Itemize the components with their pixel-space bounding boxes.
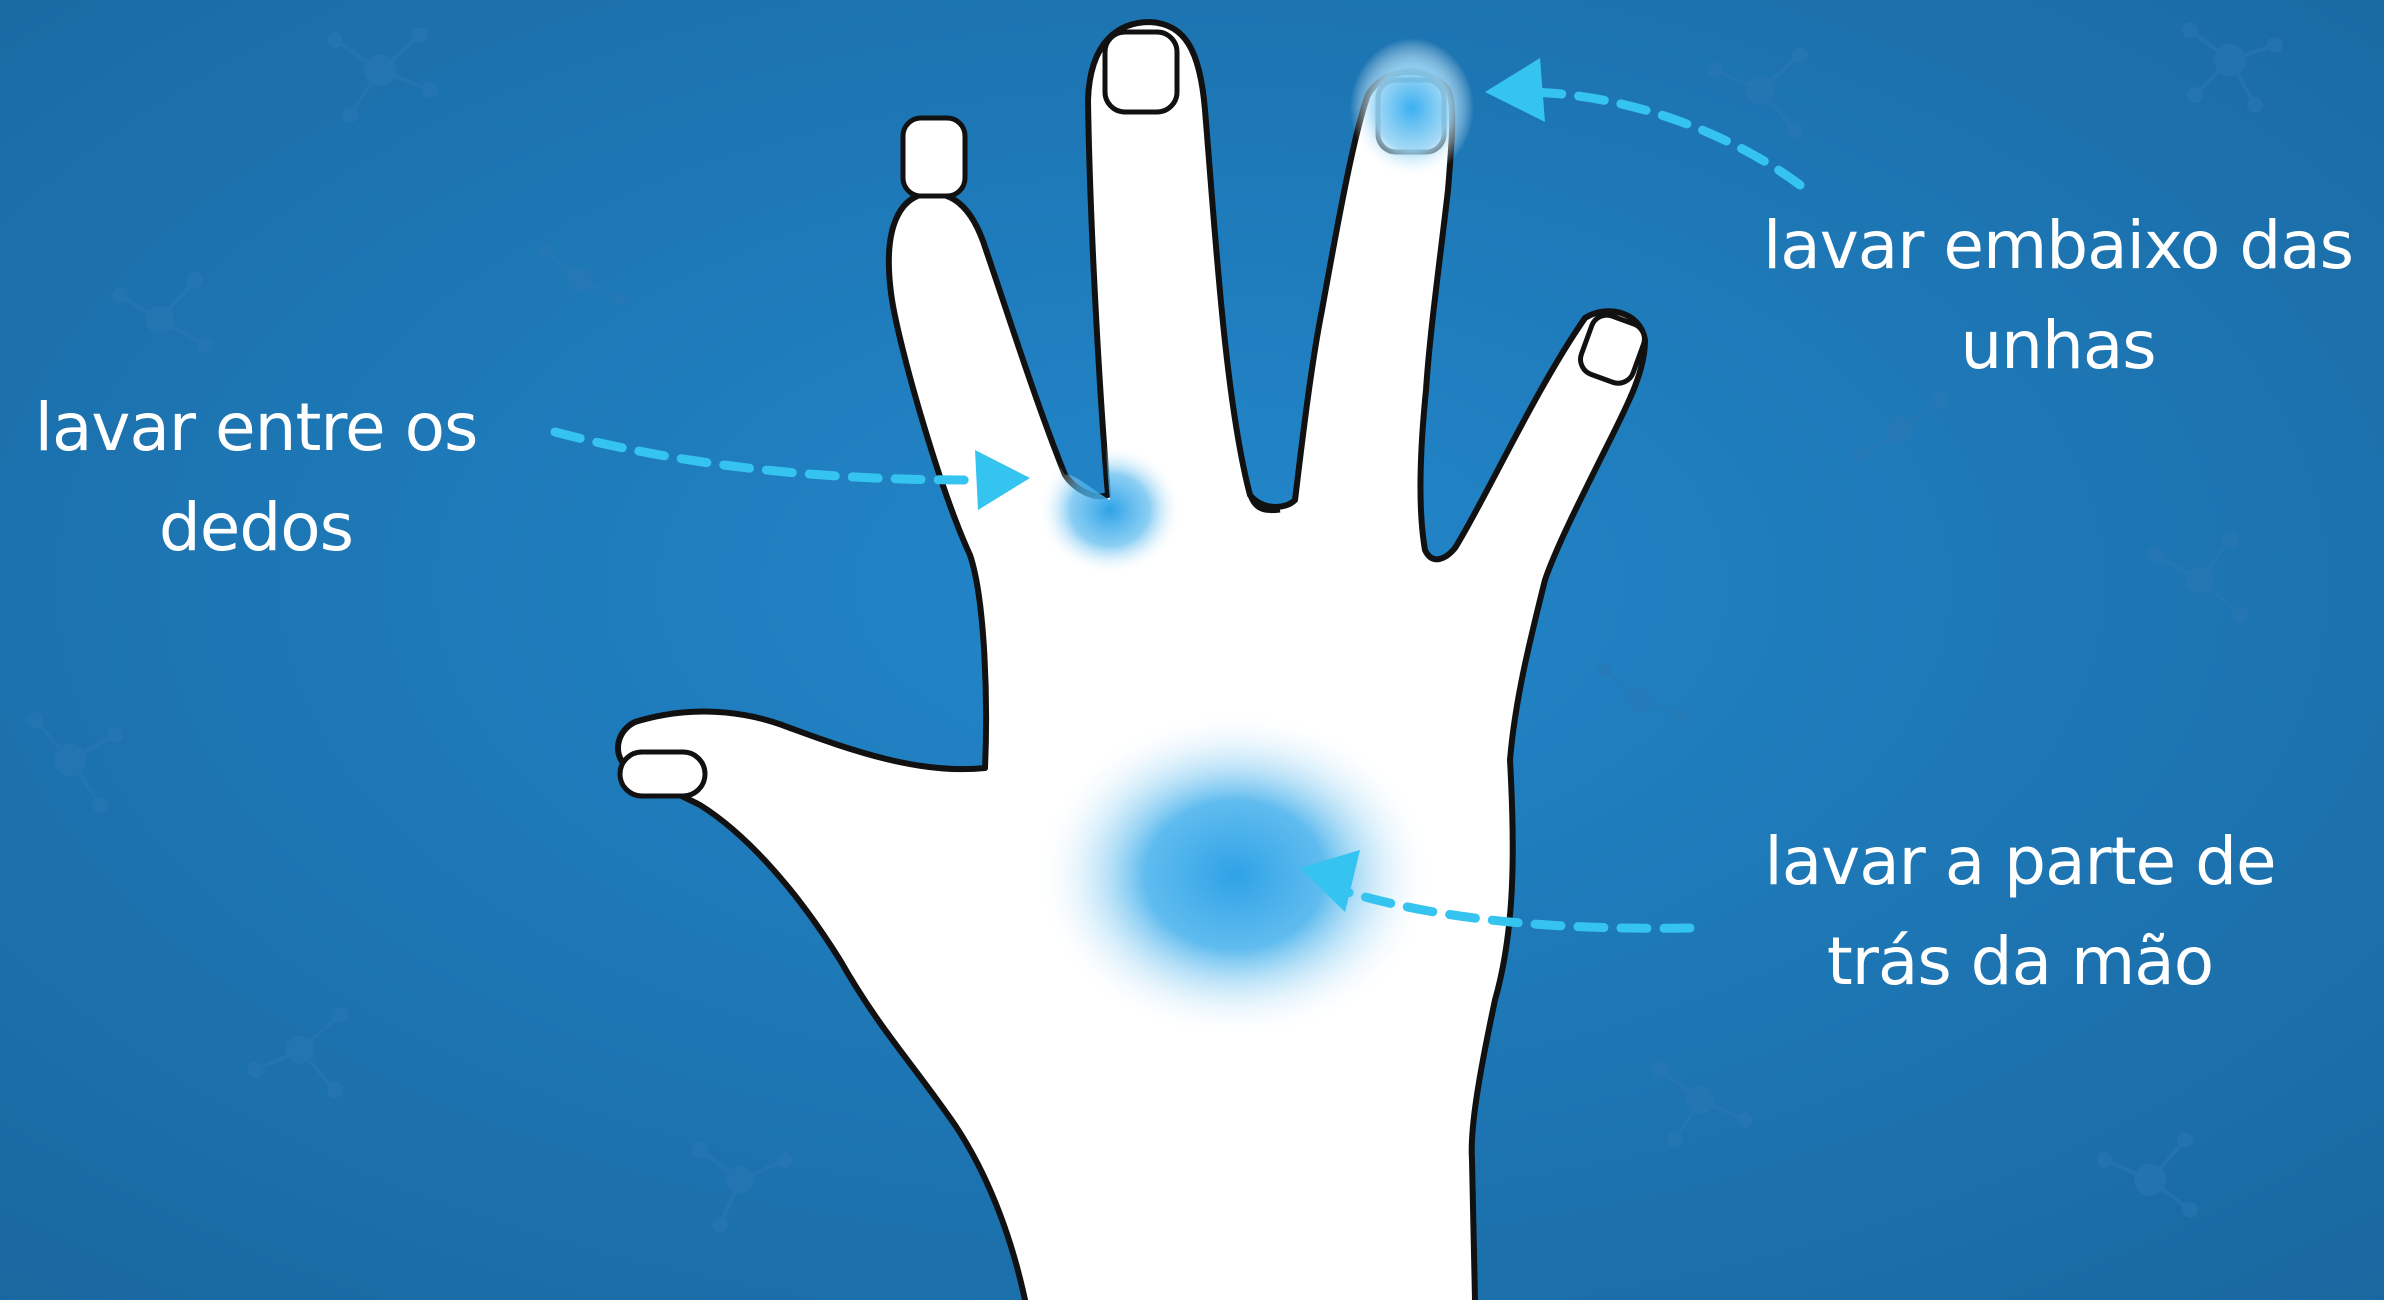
highlight-back-of-hand bbox=[1035, 710, 1435, 1040]
arrow-heads bbox=[975, 58, 1545, 912]
arrow-fingers-line bbox=[550, 427, 975, 485]
label-wash-back-of-hand: lavar a parte de trás da mão bbox=[1700, 812, 2340, 1012]
thumb-nail bbox=[617, 749, 708, 799]
highlight-spots bbox=[1035, 445, 1435, 1040]
label-nails-line1: lavar embaixo das bbox=[1762, 207, 2354, 284]
label-wash-under-nails: lavar embaixo das unhas bbox=[1738, 196, 2378, 396]
arrow-fingers-head bbox=[975, 450, 1030, 510]
pinky-nail bbox=[1578, 312, 1647, 386]
arrow-nails-line bbox=[1525, 87, 1805, 190]
label-back-line2: trás da mão bbox=[1826, 923, 2214, 1000]
label-wash-between-fingers: lavar entre os dedos bbox=[0, 378, 512, 578]
label-back-line1: lavar a parte de bbox=[1764, 823, 2276, 900]
index-nail bbox=[900, 115, 968, 199]
arrow-back-line bbox=[1335, 885, 1695, 933]
label-nails-line2: unhas bbox=[1960, 307, 2156, 384]
dashed-arrow-icon bbox=[550, 87, 1805, 933]
arrow-back-head bbox=[1300, 850, 1360, 912]
highlight-nail bbox=[1350, 38, 1474, 178]
label-fingers-line2: dedos bbox=[158, 489, 354, 566]
arrow-nails-head bbox=[1485, 58, 1545, 122]
middle-nail bbox=[1102, 29, 1180, 115]
germ-pattern bbox=[27, 22, 2283, 1233]
highlight-between-fingers bbox=[1038, 445, 1182, 575]
label-fingers-line1: lavar entre os bbox=[34, 389, 479, 466]
